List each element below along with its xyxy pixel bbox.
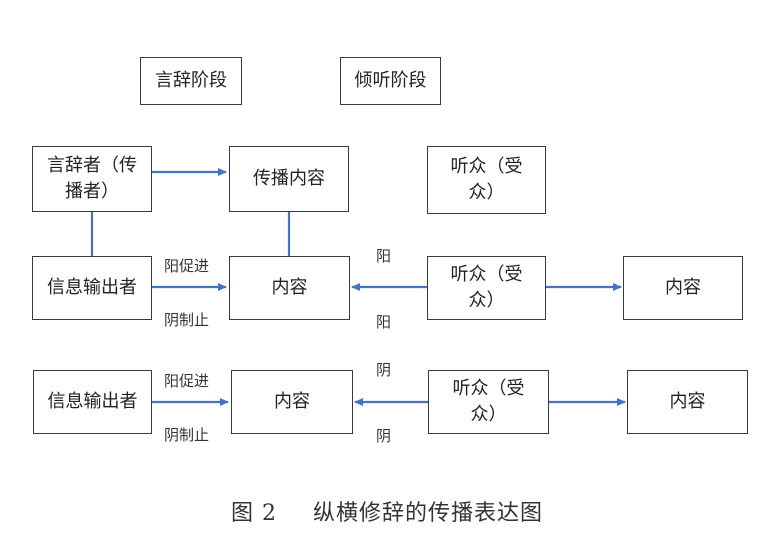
content-box-r3: 内容: [231, 370, 353, 434]
yang-promote-r3: 阳促进: [164, 372, 210, 390]
yin-restrain-r3: 阴制止: [164, 426, 210, 444]
stage-speech: 言辞阶段: [140, 57, 242, 105]
audience-label-r1: 听众（受众）: [450, 156, 523, 203]
yang-label-r2: 阳: [376, 247, 392, 265]
audience-label-r3: 听众（受众）: [452, 378, 525, 425]
content-box-r2: 内容: [229, 256, 350, 320]
yin-bottom-label-r3: 阴: [376, 427, 392, 445]
audience-label-r2: 听众（受众）: [450, 264, 523, 311]
figure-title: 纵横修辞的传播表达图: [312, 501, 543, 526]
yin-top-label-r3: 阴: [376, 361, 392, 379]
content-right-box-r3: 内容: [627, 370, 748, 434]
speaker-box: 言辞者（传播者）: [32, 146, 152, 212]
content-label-r2: 内容: [271, 277, 308, 298]
content-box-r1: 传播内容: [229, 146, 349, 212]
figure-number: 图 2: [230, 501, 277, 526]
output-label-r3: 信息输出者: [47, 391, 138, 412]
content-right-label-r2: 内容: [665, 277, 701, 298]
output-box-r2: 信息输出者: [32, 256, 152, 320]
stage-speech-label: 言辞阶段: [155, 70, 227, 91]
content-label-r3: 内容: [274, 391, 310, 412]
content-label-r1: 传播内容: [253, 168, 325, 189]
figure-caption: 图 2 纵横修辞的传播表达图: [0, 495, 774, 527]
speaker-label: 言辞者（传播者）: [47, 155, 137, 202]
audience-box-r3: 听众（受众）: [428, 370, 549, 434]
audience-box-r1: 听众（受众）: [427, 146, 546, 214]
yang-promote-r2: 阳促进: [164, 257, 210, 275]
yin-label-r2: 阳: [376, 313, 392, 331]
output-box-r3: 信息输出者: [33, 370, 152, 434]
stage-listen-label: 倾听阶段: [354, 70, 427, 91]
yin-restrain-r2: 阴制止: [164, 311, 210, 329]
output-label-r2: 信息输出者: [47, 277, 137, 298]
content-right-box-r2: 内容: [623, 256, 743, 320]
stage-listen: 倾听阶段: [340, 57, 441, 105]
audience-box-r2: 听众（受众）: [427, 256, 546, 320]
content-right-label-r3: 内容: [669, 391, 706, 412]
